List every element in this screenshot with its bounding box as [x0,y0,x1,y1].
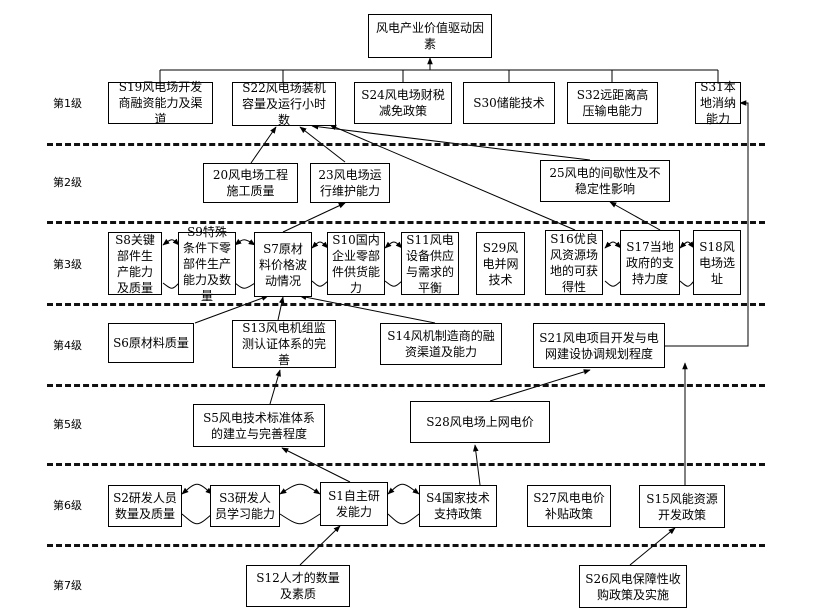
level-separator [47,463,765,466]
node-s27: S27风电电价补贴政策 [527,485,611,527]
diagram-title-box: 风电产业价值驱动因素 [368,14,492,58]
node-s4: S4国家技术支持政策 [419,485,497,527]
node-s7: S7原材料价格波动情况 [254,232,312,297]
node-s9: S9特殊条件下零部件生产能力及数量 [178,225,236,303]
node-s11: S11风电设备供应与需求的平衡 [401,232,459,295]
level-separator [47,143,765,146]
node-s22: S22风电场装机容量及运行小时数 [232,81,336,127]
level-separator [47,384,765,387]
node-s6: S6原材料质量 [108,323,194,363]
node-25: 25风电的间歇性及不稳定性影响 [540,160,670,202]
node-s8: S8关键部件生产能力及质量 [108,232,162,295]
node-s19: S19风电场开发商融资能力及渠道 [108,80,213,126]
node-s1: S1自主研发能力 [320,482,388,526]
node-s31: S31本地消纳能力 [695,80,741,126]
node-s14: S14风机制造商的融资渠道及能力 [380,323,502,365]
level-label-4: 第4级 [53,339,82,352]
level-separator [47,303,765,306]
node-20: 20风电场工程施工质量 [203,163,298,203]
node-s30: S30储能技术 [463,82,555,124]
node-s17: S17当地政府的支持力度 [620,230,680,295]
node-s15: S15风能资源开发政策 [639,485,725,528]
node-s16: S16优良风资源场地的可获得性 [545,230,603,295]
node-s18: S18风电场选址 [693,230,741,295]
node-23: 23风电场运行维护能力 [310,163,390,203]
node-s5: S5风电技术标准体系的建立与完善程度 [193,404,325,447]
level-label-1: 第1级 [53,97,82,110]
node-s3: S3研发人员学习能力 [210,485,280,527]
node-s13: S13风电机组监测认证体系的完善 [232,320,336,368]
level-label-7: 第7级 [53,579,82,592]
node-s32: S32远距离高压输电能力 [567,82,658,124]
level-label-3: 第3级 [53,258,82,271]
level-label-5: 第5级 [53,418,82,431]
node-s10: S10国内企业零部件供货能力 [327,232,385,295]
level-separator [47,544,765,547]
node-s2: S2研发人员数量及质量 [108,485,182,527]
node-s26: S26风电保障性收购政策及实施 [579,565,687,608]
level-label-2: 第2级 [53,176,82,189]
node-s28: S28风电场上网电价 [410,401,550,443]
level-separator [47,221,765,224]
node-s21: S21风电项目开发与电网建设协调规划程度 [533,323,665,368]
node-s24: S24风电场财税减免政策 [354,82,452,124]
level-label-6: 第6级 [53,499,82,512]
node-s29: S29风电并网技术 [476,232,525,295]
node-s12: S12人才的数量及素质 [246,565,350,607]
